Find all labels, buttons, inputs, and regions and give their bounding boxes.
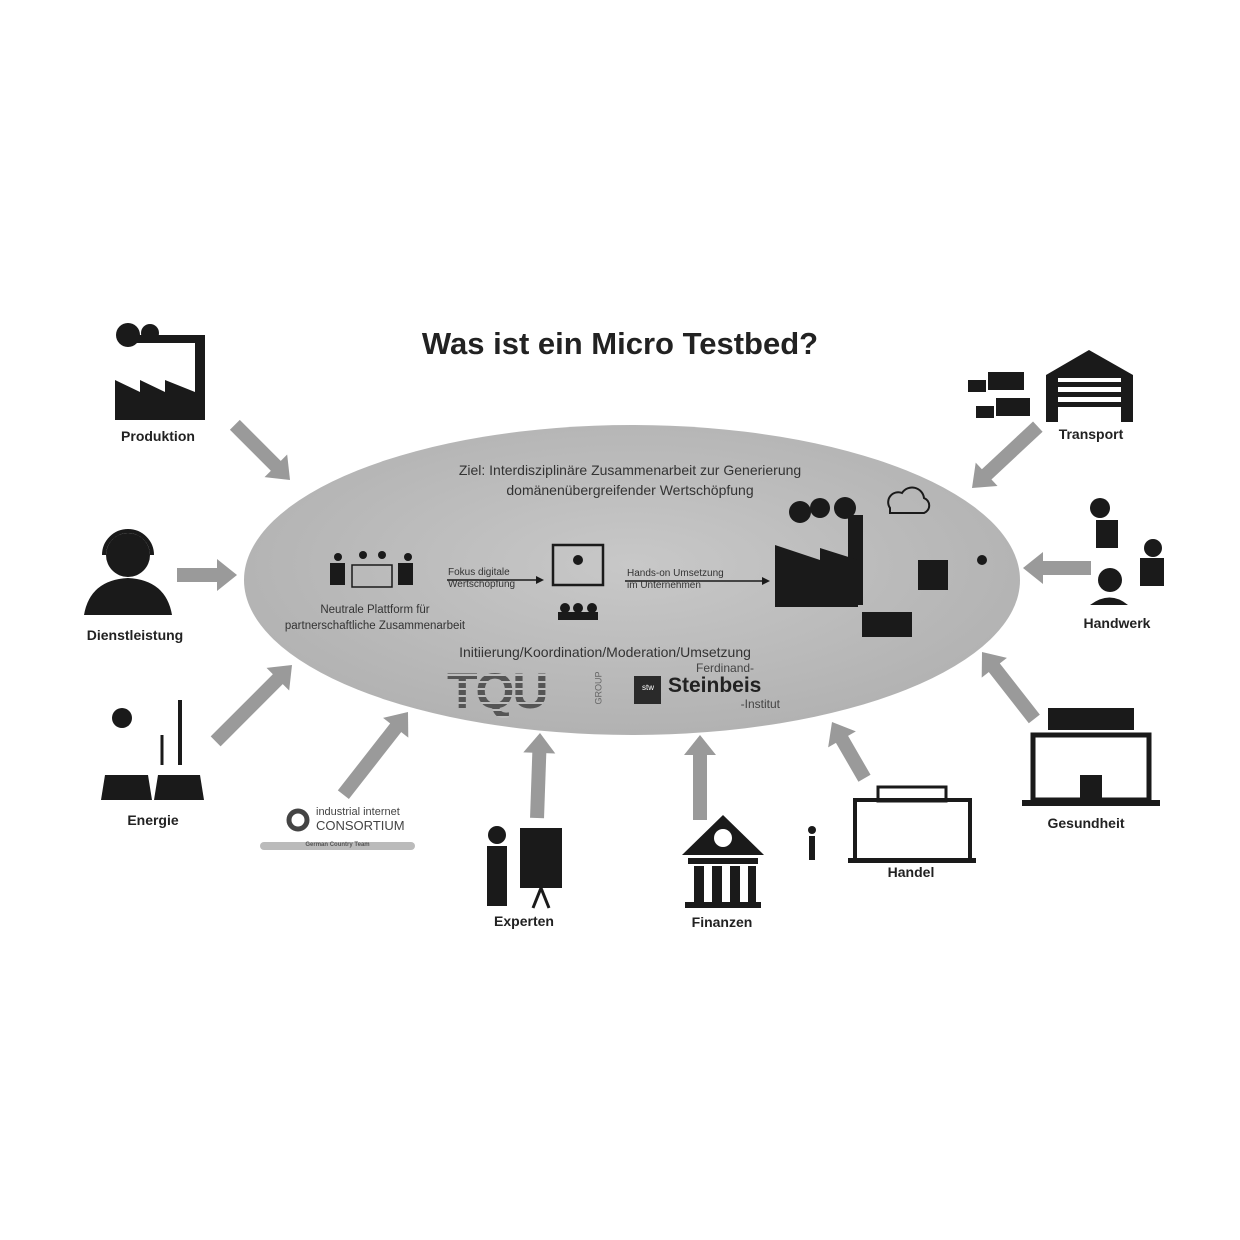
- tqu-group-label: GROUP: [593, 671, 604, 705]
- iic-gear-icon: [260, 808, 415, 850]
- arrow-finanzen: [684, 735, 716, 820]
- arrow-transport: [972, 421, 1043, 488]
- iic-line-1: industrial internet: [316, 806, 400, 818]
- label-gesundheit: Gesundheit: [1047, 815, 1125, 831]
- label-transport: Transport: [1058, 426, 1124, 442]
- steinbeis-mark: [634, 676, 661, 704]
- platform-line-2: partnerschaftliche Zusammenarbeit: [284, 620, 466, 632]
- hospital-icon: [1022, 708, 1160, 806]
- goal-line-1: Ziel: Interdisziplinäre Zusammenarbeit z…: [458, 462, 802, 478]
- meeting-table-icon: [330, 551, 413, 588]
- tqu-logo: TQU: [447, 663, 549, 719]
- handson-line-1: Hands-on Umsetzung: [627, 568, 724, 579]
- sun-wind-solar-icon: [101, 700, 204, 800]
- arrow-produktion: [229, 419, 290, 480]
- platform-line-1: Neutrale Plattform für: [320, 604, 430, 616]
- label-produktion: Produktion: [121, 428, 195, 444]
- steinbeis-logo: Ferdinand-Steinbeis-Institut: [668, 661, 780, 711]
- label-handel: Handel: [887, 864, 935, 880]
- label-handwerk: Handwerk: [1083, 615, 1151, 631]
- smart-factory-icon: [775, 486, 987, 637]
- arrow-iic: [337, 712, 409, 800]
- arrow-handwerk: [1023, 552, 1091, 584]
- iic-country-team: German Country Team: [305, 842, 370, 848]
- shop-icon: [808, 785, 976, 863]
- steinbeis-line-2: Steinbeis: [668, 674, 762, 697]
- label-energie: Energie: [127, 812, 179, 828]
- page-title: Was ist ein Micro Testbed?: [421, 326, 819, 361]
- arrow-experten: [523, 733, 556, 819]
- goal-text: Ziel: Interdisziplinäre Zusammenarbeit z…: [400, 460, 860, 500]
- arrow-dienstleistung: [177, 559, 237, 591]
- arrow-handel: [828, 722, 871, 782]
- handson-line-2: im Unternehmen: [627, 580, 701, 591]
- arrows: [177, 419, 1091, 820]
- label-experten: Experten: [494, 913, 554, 929]
- arrow-energie: [210, 665, 292, 747]
- iic-line-2: CONSORTIUM: [316, 818, 405, 833]
- focus-line-1: Fokus digitale: [448, 567, 510, 578]
- idea-audience-icon: [551, 543, 605, 620]
- warehouse-truck-icon: [968, 350, 1133, 422]
- focus-line-2: Wertschöpfung: [448, 579, 516, 590]
- label-finanzen: Finanzen: [691, 914, 753, 930]
- steinbeis-line-3: -Institut: [740, 697, 780, 711]
- goal-line-2: domänenübergreifender Wertschöpfung: [506, 482, 754, 498]
- presenter-icon: [487, 826, 562, 909]
- label-dienstleistung: Dienstleistung: [86, 627, 184, 643]
- craftsman-icon: [1090, 498, 1164, 605]
- factory-icon: [115, 323, 205, 420]
- steinbeis-line-1: Ferdinand-: [696, 661, 755, 675]
- steinbeis-mark-text: stw: [642, 683, 654, 692]
- platform-text: Neutrale Plattform für partnerschaftliche…: [270, 602, 480, 634]
- bank-icon: [682, 815, 764, 908]
- headset-person-icon: [84, 529, 172, 615]
- arrow-gesundheit: [981, 652, 1040, 724]
- roles-text: Initiierung/Koordination/Moderation/Umse…: [459, 644, 751, 660]
